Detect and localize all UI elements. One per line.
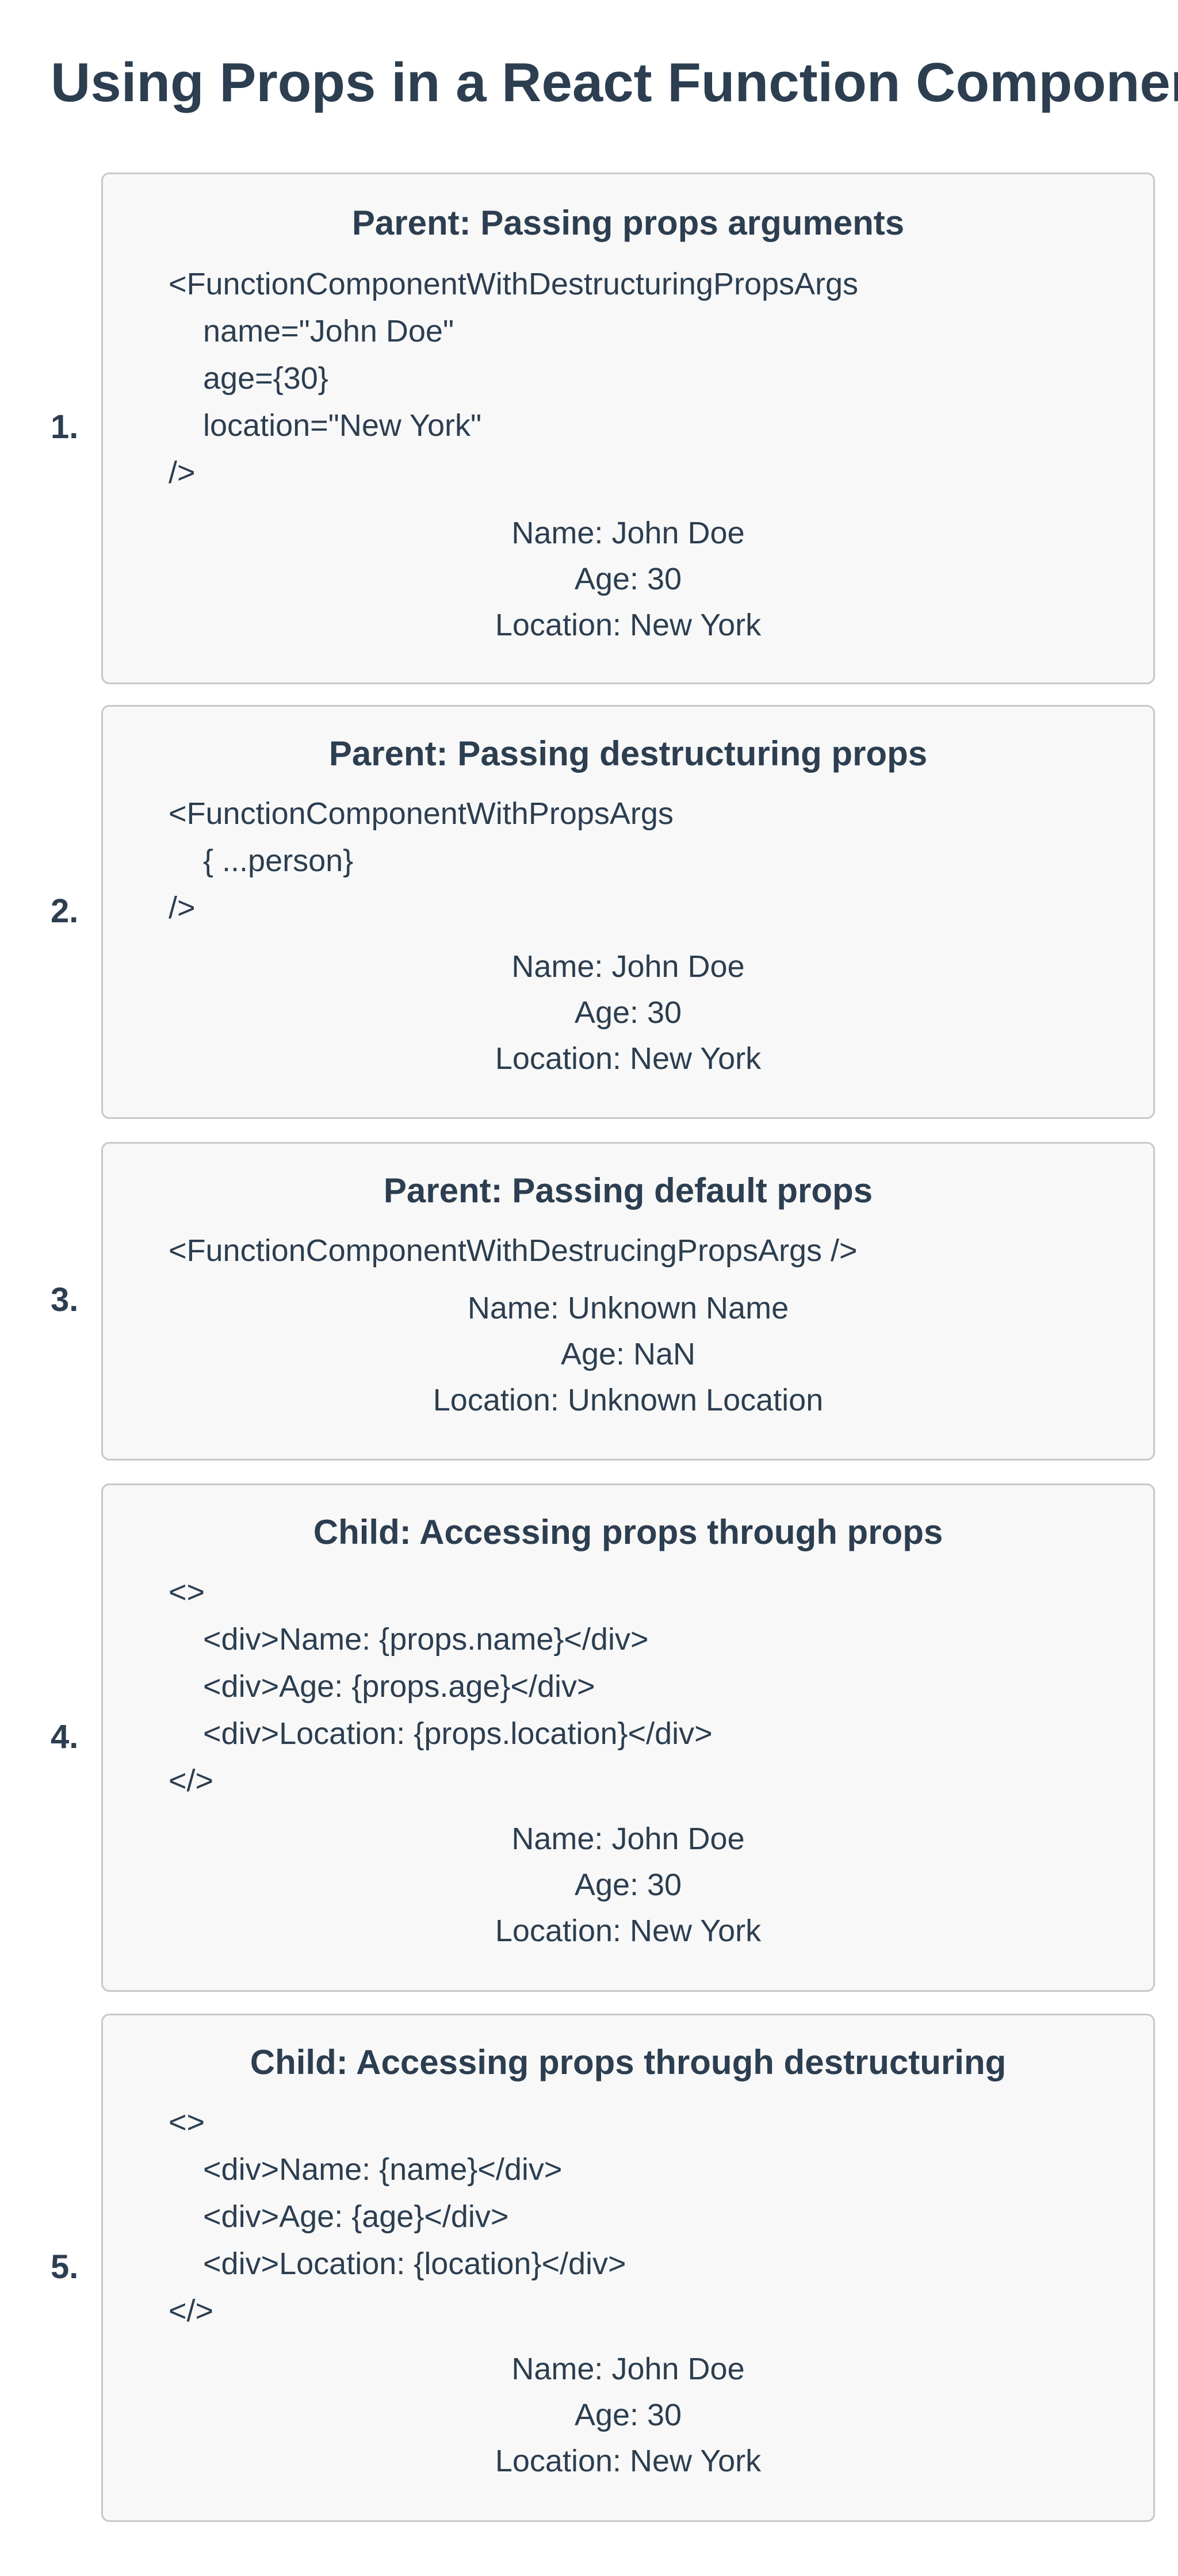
section-title: Parent: Passing destructuring props <box>103 737 1153 771</box>
page-title: Using Props in a React Function Componen… <box>51 55 1178 110</box>
code-block: <FunctionComponentWithDestructuringProps… <box>169 260 1089 496</box>
section-number: 5. <box>51 2251 92 2284</box>
section-1: 1. Parent: Passing props arguments <Func… <box>0 172 1178 684</box>
code-line: <FunctionComponentWithPropsArgs <box>169 790 1089 837</box>
output-line-name: Name: John Doe <box>103 1816 1153 1862</box>
section-title: Child: Accessing props through destructu… <box>103 2045 1153 2080</box>
code-block: <> <div>Name: {props.name}</div> <div>Ag… <box>169 1569 1089 1804</box>
code-block: <FunctionComponentWithDestrucingPropsArg… <box>169 1227 1089 1274</box>
section-title: Child: Accessing props through props <box>103 1515 1153 1550</box>
code-line: <FunctionComponentWithDestructuringProps… <box>169 260 1089 308</box>
code-line: <div>Name: {props.name}</div> <box>169 1616 1089 1663</box>
section-card: Parent: Passing default props <FunctionC… <box>101 1142 1155 1460</box>
section-card: Parent: Passing props arguments <Functio… <box>101 172 1155 684</box>
code-block: <> <div>Name: {name}</div> <div>Age: {ag… <box>169 2099 1089 2334</box>
code-line: <div>Age: {age}</div> <box>169 2193 1089 2240</box>
output-line-age: Age: 30 <box>103 990 1153 1036</box>
output-line-name: Name: John Doe <box>103 2346 1153 2392</box>
output-line-age: Age: 30 <box>103 556 1153 602</box>
rendered-output: Name: John Doe Age: 30 Location: New Yor… <box>103 1816 1153 1954</box>
code-line: <> <box>169 1569 1089 1616</box>
code-line: <div>Location: {props.location}</div> <box>169 1710 1089 1757</box>
section-card: Parent: Passing destructuring props <Fun… <box>101 705 1155 1119</box>
section-title: Parent: Passing default props <box>103 1174 1153 1208</box>
section-4: 4. Child: Accessing props through props … <box>0 1483 1178 1992</box>
code-line: <div>Location: {location}</div> <box>169 2240 1089 2287</box>
output-line-location: Location: New York <box>103 602 1153 648</box>
output-line-name: Name: John Doe <box>103 510 1153 556</box>
rendered-output: Name: John Doe Age: 30 Location: New Yor… <box>103 2346 1153 2484</box>
section-number: 3. <box>51 1283 92 1317</box>
code-block: <FunctionComponentWithPropsArgs { ...per… <box>169 790 1089 931</box>
code-line: { ...person} <box>169 837 1089 884</box>
code-line: /> <box>169 449 1089 496</box>
section-number: 2. <box>51 895 92 928</box>
section-number: 4. <box>51 1720 92 1754</box>
code-line: /> <box>169 884 1089 931</box>
code-line: age={30} <box>169 355 1089 402</box>
output-line-location: Location: New York <box>103 1036 1153 1082</box>
code-line: name="John Doe" <box>169 308 1089 355</box>
code-line: <div>Age: {props.age}</div> <box>169 1663 1089 1710</box>
section-card: Child: Accessing props through destructu… <box>101 2014 1155 2522</box>
section-title: Parent: Passing props arguments <box>103 206 1153 240</box>
section-2: 2. Parent: Passing destructuring props <… <box>0 705 1178 1119</box>
output-line-location: Location: New York <box>103 1908 1153 1954</box>
output-line-location: Location: Unknown Location <box>103 1377 1153 1423</box>
rendered-output: Name: John Doe Age: 30 Location: New Yor… <box>103 944 1153 1082</box>
rendered-output: Name: John Doe Age: 30 Location: New Yor… <box>103 510 1153 648</box>
output-line-name: Name: Unknown Name <box>103 1285 1153 1331</box>
section-card: Child: Accessing props through props <> … <box>101 1483 1155 1992</box>
code-line: </> <box>169 2287 1089 2334</box>
output-line-age: Age: 30 <box>103 2392 1153 2438</box>
section-5: 5. Child: Accessing props through destru… <box>0 2014 1178 2522</box>
code-line: </> <box>169 1757 1089 1804</box>
code-line: <> <box>169 2099 1089 2146</box>
section-3: 3. Parent: Passing default props <Functi… <box>0 1142 1178 1460</box>
code-line: <FunctionComponentWithDestrucingPropsArg… <box>169 1227 1089 1274</box>
code-line: location="New York" <box>169 402 1089 449</box>
output-line-age: Age: 30 <box>103 1862 1153 1908</box>
section-number: 1. <box>51 411 92 444</box>
code-line: <div>Name: {name}</div> <box>169 2146 1089 2193</box>
output-line-age: Age: NaN <box>103 1331 1153 1377</box>
output-line-location: Location: New York <box>103 2438 1153 2484</box>
output-line-name: Name: John Doe <box>103 944 1153 990</box>
rendered-output: Name: Unknown Name Age: NaN Location: Un… <box>103 1285 1153 1423</box>
